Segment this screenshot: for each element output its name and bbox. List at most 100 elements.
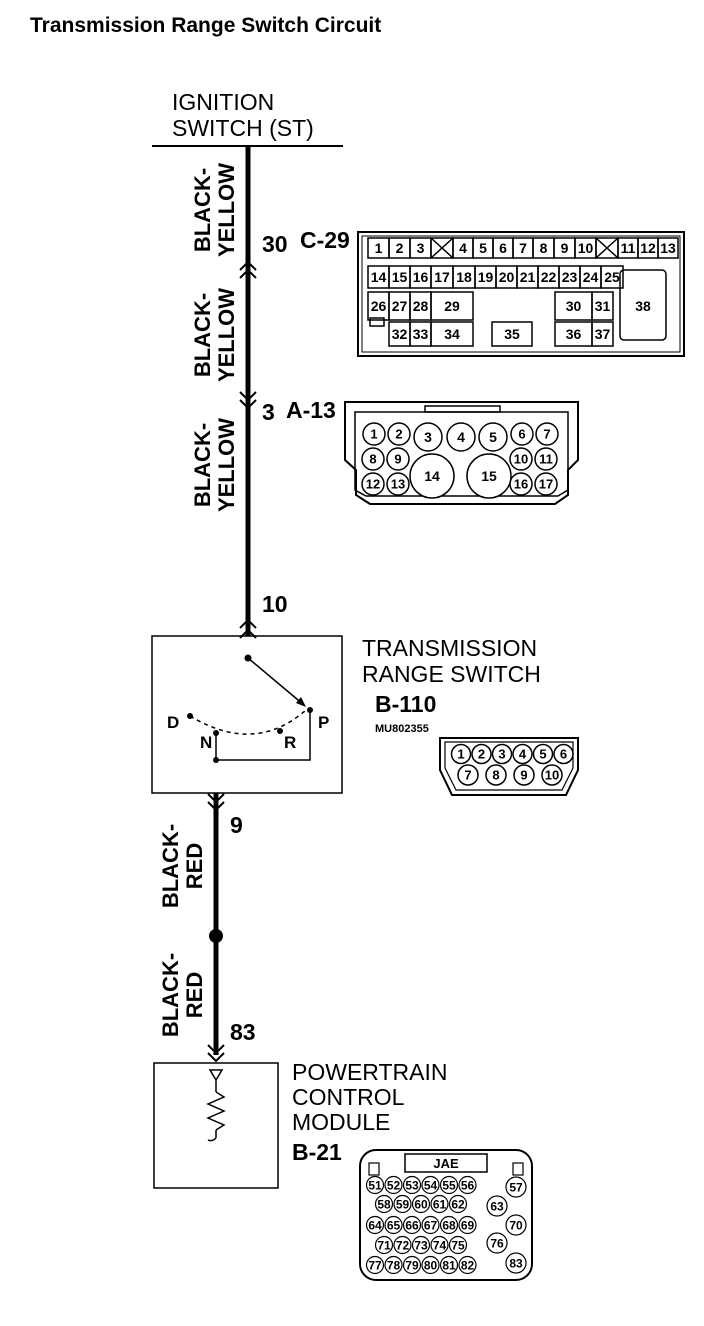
- pin-number: 59: [396, 1197, 410, 1211]
- svg-text:BLACK-: BLACK-: [158, 824, 183, 908]
- latch: [369, 317, 385, 327]
- pin-number: 37: [595, 326, 611, 342]
- pin: [365, 1215, 385, 1235]
- pin: [534, 472, 558, 496]
- pin: [384, 1215, 403, 1235]
- pin-number: 2: [478, 747, 485, 762]
- pin-cell: [657, 237, 679, 259]
- pin-number: 80: [424, 1258, 438, 1272]
- pin-number: 55: [442, 1178, 456, 1192]
- pin: [485, 764, 507, 786]
- position-r: R: [284, 733, 296, 752]
- pin: [365, 1255, 385, 1275]
- svg-text:YELLOW: YELLOW: [214, 163, 239, 257]
- pin-number: 6: [518, 427, 525, 442]
- switch-schematic: [187, 654, 313, 763]
- pin: [466, 453, 512, 499]
- pin-number: 19: [478, 269, 494, 285]
- pin-number: 4: [459, 240, 467, 256]
- splice-point: [209, 929, 223, 943]
- pin-number: 73: [414, 1238, 428, 1252]
- pin-cell: [430, 291, 474, 321]
- pin: [532, 743, 554, 765]
- pin-number: 63: [490, 1199, 504, 1213]
- pin-number: 5: [479, 240, 487, 256]
- pin-number: 6: [499, 240, 507, 256]
- pin-number: 1: [457, 747, 464, 762]
- pin: [513, 764, 535, 786]
- terminal-10: 10: [262, 591, 288, 617]
- b21-jae-label: JAE: [433, 1156, 459, 1171]
- pin-number: 54: [424, 1178, 438, 1192]
- pin-number: 3: [498, 747, 505, 762]
- pin-number: 56: [461, 1178, 475, 1192]
- pin-cell: [491, 321, 533, 347]
- pin-number: 10: [514, 452, 528, 467]
- pin: [386, 472, 410, 496]
- pin-cell: [619, 269, 667, 341]
- pin-number: 7: [464, 768, 471, 783]
- pin-number: 51: [368, 1178, 382, 1192]
- pin-number: 2: [395, 427, 402, 442]
- pin: [413, 422, 443, 452]
- pin-number: 71: [377, 1238, 391, 1252]
- connector-a13-label: A-13: [286, 397, 336, 423]
- pin-number: 65: [387, 1218, 401, 1232]
- pin-number: 53: [405, 1178, 419, 1192]
- connector-mark: [239, 260, 257, 279]
- pin-number: 83: [509, 1256, 523, 1270]
- pin-number: 4: [457, 429, 465, 445]
- pin-number: 12: [366, 477, 380, 492]
- pin: [393, 1235, 412, 1255]
- pin-number: 21: [520, 269, 536, 285]
- wire-color-label: BLACK- YELLOW: [190, 288, 239, 382]
- svg-text:RED: RED: [182, 972, 207, 1018]
- pin: [402, 1255, 422, 1275]
- position-p: P: [318, 713, 329, 732]
- pin-number: 70: [509, 1218, 523, 1232]
- connector-b110-label: B-110: [375, 691, 436, 717]
- pin: [509, 447, 533, 471]
- pin-number: 15: [392, 269, 408, 285]
- pin-cell: [591, 291, 614, 321]
- pin-number: 9: [561, 240, 569, 256]
- pin-number: 14: [371, 269, 387, 285]
- connector-mark: [239, 391, 257, 410]
- svg-text:YELLOW: YELLOW: [214, 418, 239, 512]
- pin-number: 8: [492, 768, 499, 783]
- pin-number: 5: [539, 747, 546, 762]
- pin: [478, 422, 508, 452]
- pin-number: 26: [371, 298, 387, 314]
- pin-number: 16: [514, 477, 528, 492]
- pin: [361, 447, 385, 471]
- trs-label-2: RANGE SWITCH: [362, 661, 541, 687]
- pin: [411, 1194, 431, 1214]
- pin: [541, 764, 563, 786]
- pin-number: 1: [375, 240, 383, 256]
- pin: [421, 1255, 440, 1275]
- pin-number: 30: [566, 298, 582, 314]
- pin-number: 77: [368, 1258, 382, 1272]
- pin: [386, 447, 410, 471]
- pin: [374, 1235, 394, 1255]
- pin: [471, 743, 492, 765]
- pin-number: 12: [640, 240, 656, 256]
- pin-number: 25: [604, 269, 620, 285]
- pin-number: 35: [504, 326, 520, 342]
- pin-number: 8: [540, 240, 548, 256]
- pin-number: 8: [369, 452, 376, 467]
- pin-cell: [430, 321, 474, 347]
- pin: [553, 743, 574, 765]
- pin-number: 57: [509, 1180, 523, 1194]
- pin-number: 67: [424, 1218, 438, 1232]
- pin: [446, 422, 476, 452]
- pin-number: 22: [541, 269, 557, 285]
- pin: [512, 743, 533, 765]
- pin-number: 75: [451, 1238, 465, 1252]
- pin-number: 18: [456, 269, 472, 285]
- pin-number: 2: [396, 240, 404, 256]
- pin-number: 6: [560, 747, 567, 762]
